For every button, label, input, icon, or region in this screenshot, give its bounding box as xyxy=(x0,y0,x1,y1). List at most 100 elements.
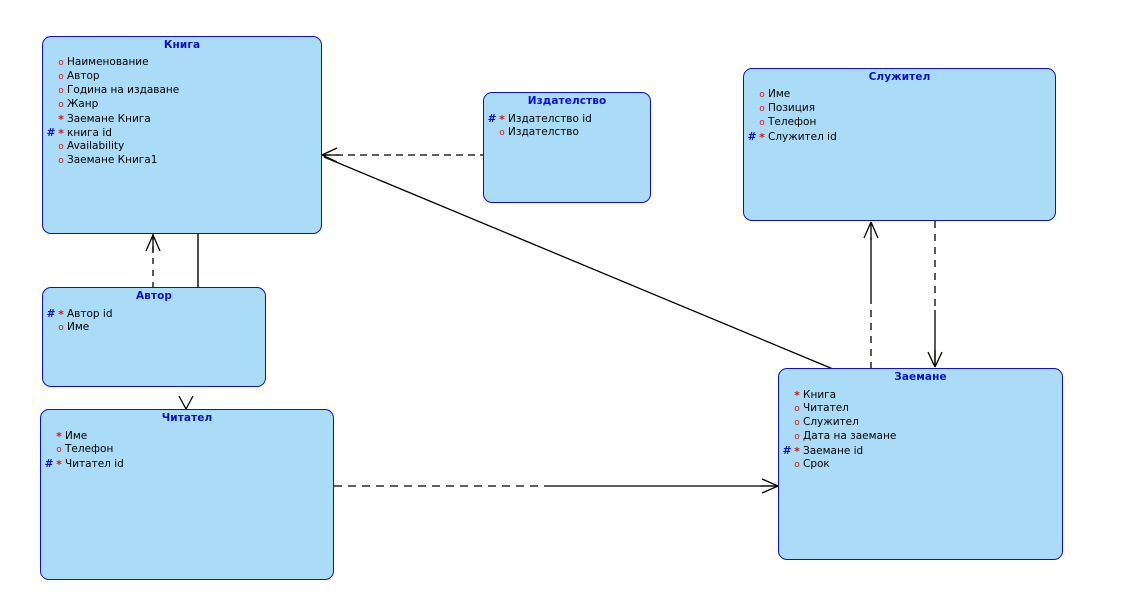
attribute-name: Име xyxy=(768,88,791,100)
optional-icon: o xyxy=(794,432,800,442)
attribute-name: Жанр xyxy=(67,98,99,110)
mandatory-icon: * xyxy=(759,131,765,144)
primary-key-icon: # xyxy=(782,445,792,457)
optional-icon: o xyxy=(58,58,64,68)
attribute-name: Година на издаване xyxy=(67,84,180,96)
relationship-kniga-izdatelstvo[interactable] xyxy=(321,147,483,163)
attribute-row[interactable]: #*Автор id xyxy=(46,307,265,321)
primary-key-icon: # xyxy=(44,458,54,470)
primary-key-icon: # xyxy=(46,127,56,139)
relationship-kniga-avtor[interactable] xyxy=(145,234,161,287)
mandatory-icon: * xyxy=(794,445,800,458)
attribute-name: Издателство xyxy=(508,126,579,138)
attribute-name: Читател id xyxy=(65,458,124,470)
primary-key-icon: # xyxy=(46,308,56,320)
optional-icon: o xyxy=(58,142,64,152)
mandatory-icon: * xyxy=(58,113,64,126)
attribute-row[interactable]: *Книга xyxy=(782,388,1062,402)
entity-title-izdatelstvo: Издателство xyxy=(527,95,607,107)
optional-icon: o xyxy=(58,100,64,110)
relationship-sluzhitel-zaemane-a[interactable] xyxy=(863,221,879,368)
mandatory-icon: * xyxy=(58,308,64,321)
mandatory-icon: * xyxy=(58,127,64,140)
attribute-name: Дата на заемане xyxy=(803,430,897,442)
primary-key-icon: # xyxy=(487,113,497,125)
attribute-name: Служител xyxy=(803,416,859,428)
relationship-chitatel-zaemane[interactable] xyxy=(334,478,779,494)
mandatory-icon: * xyxy=(56,430,62,443)
attribute-name: Наименование xyxy=(67,56,149,68)
attribute-name: Служител id xyxy=(768,131,837,143)
relationship-avtor-chitatel[interactable] xyxy=(178,395,194,410)
optional-icon: o xyxy=(58,72,64,82)
entity-title-avtor: Автор xyxy=(135,290,173,302)
attribute-row[interactable]: #*книга id xyxy=(46,126,321,140)
attribute-name: Позиция xyxy=(768,102,816,114)
entity-title-zaemane: Заемане xyxy=(894,371,947,383)
attribute-name: Име xyxy=(67,321,90,333)
attribute-row[interactable]: *Име xyxy=(44,429,333,443)
attribute-name: Заемане id xyxy=(803,445,864,457)
mandatory-icon: * xyxy=(794,389,800,402)
optional-icon: o xyxy=(759,90,765,100)
attribute-name: Заемане Книга xyxy=(67,113,151,125)
optional-icon: o xyxy=(794,404,800,414)
optional-icon: o xyxy=(499,128,505,138)
optional-icon: o xyxy=(759,104,765,114)
attribute-name: Име xyxy=(65,430,88,442)
mandatory-icon: * xyxy=(56,458,62,471)
optional-icon: o xyxy=(56,445,62,455)
crowsfoot-kniga-izdatelstvo xyxy=(321,147,339,163)
attribute-row[interactable]: #*Издателство id xyxy=(487,112,650,126)
relationship-sluzhitel-zaemane-b[interactable] xyxy=(927,221,943,368)
attribute-name: Телефон xyxy=(768,116,817,128)
attribute-name: Автор id xyxy=(67,308,113,320)
attribute-row[interactable]: #*Читател id xyxy=(44,457,333,471)
entity-title-kniga: Книга xyxy=(163,39,201,51)
crowsfoot-sluzhitel-zaemane-a xyxy=(863,221,879,240)
optional-icon: o xyxy=(58,323,64,333)
optional-icon: o xyxy=(58,86,64,96)
mandatory-icon: * xyxy=(499,113,505,126)
attribute-name: Автор xyxy=(67,70,100,82)
optional-icon: o xyxy=(794,418,800,428)
entity-title-chitatel: Читател xyxy=(161,412,213,424)
optional-icon: o xyxy=(794,460,800,470)
attribute-name: книга id xyxy=(67,127,112,139)
attribute-row[interactable]: *Заемане Книга xyxy=(46,112,321,126)
attribute-name: Читател xyxy=(803,402,849,414)
primary-key-icon: # xyxy=(747,131,757,143)
crowsfoot-avtor-chitatel xyxy=(178,395,194,410)
attribute-row[interactable]: #*Служител id xyxy=(747,130,1055,144)
attribute-row[interactable]: #*Заемане id xyxy=(782,444,1062,458)
